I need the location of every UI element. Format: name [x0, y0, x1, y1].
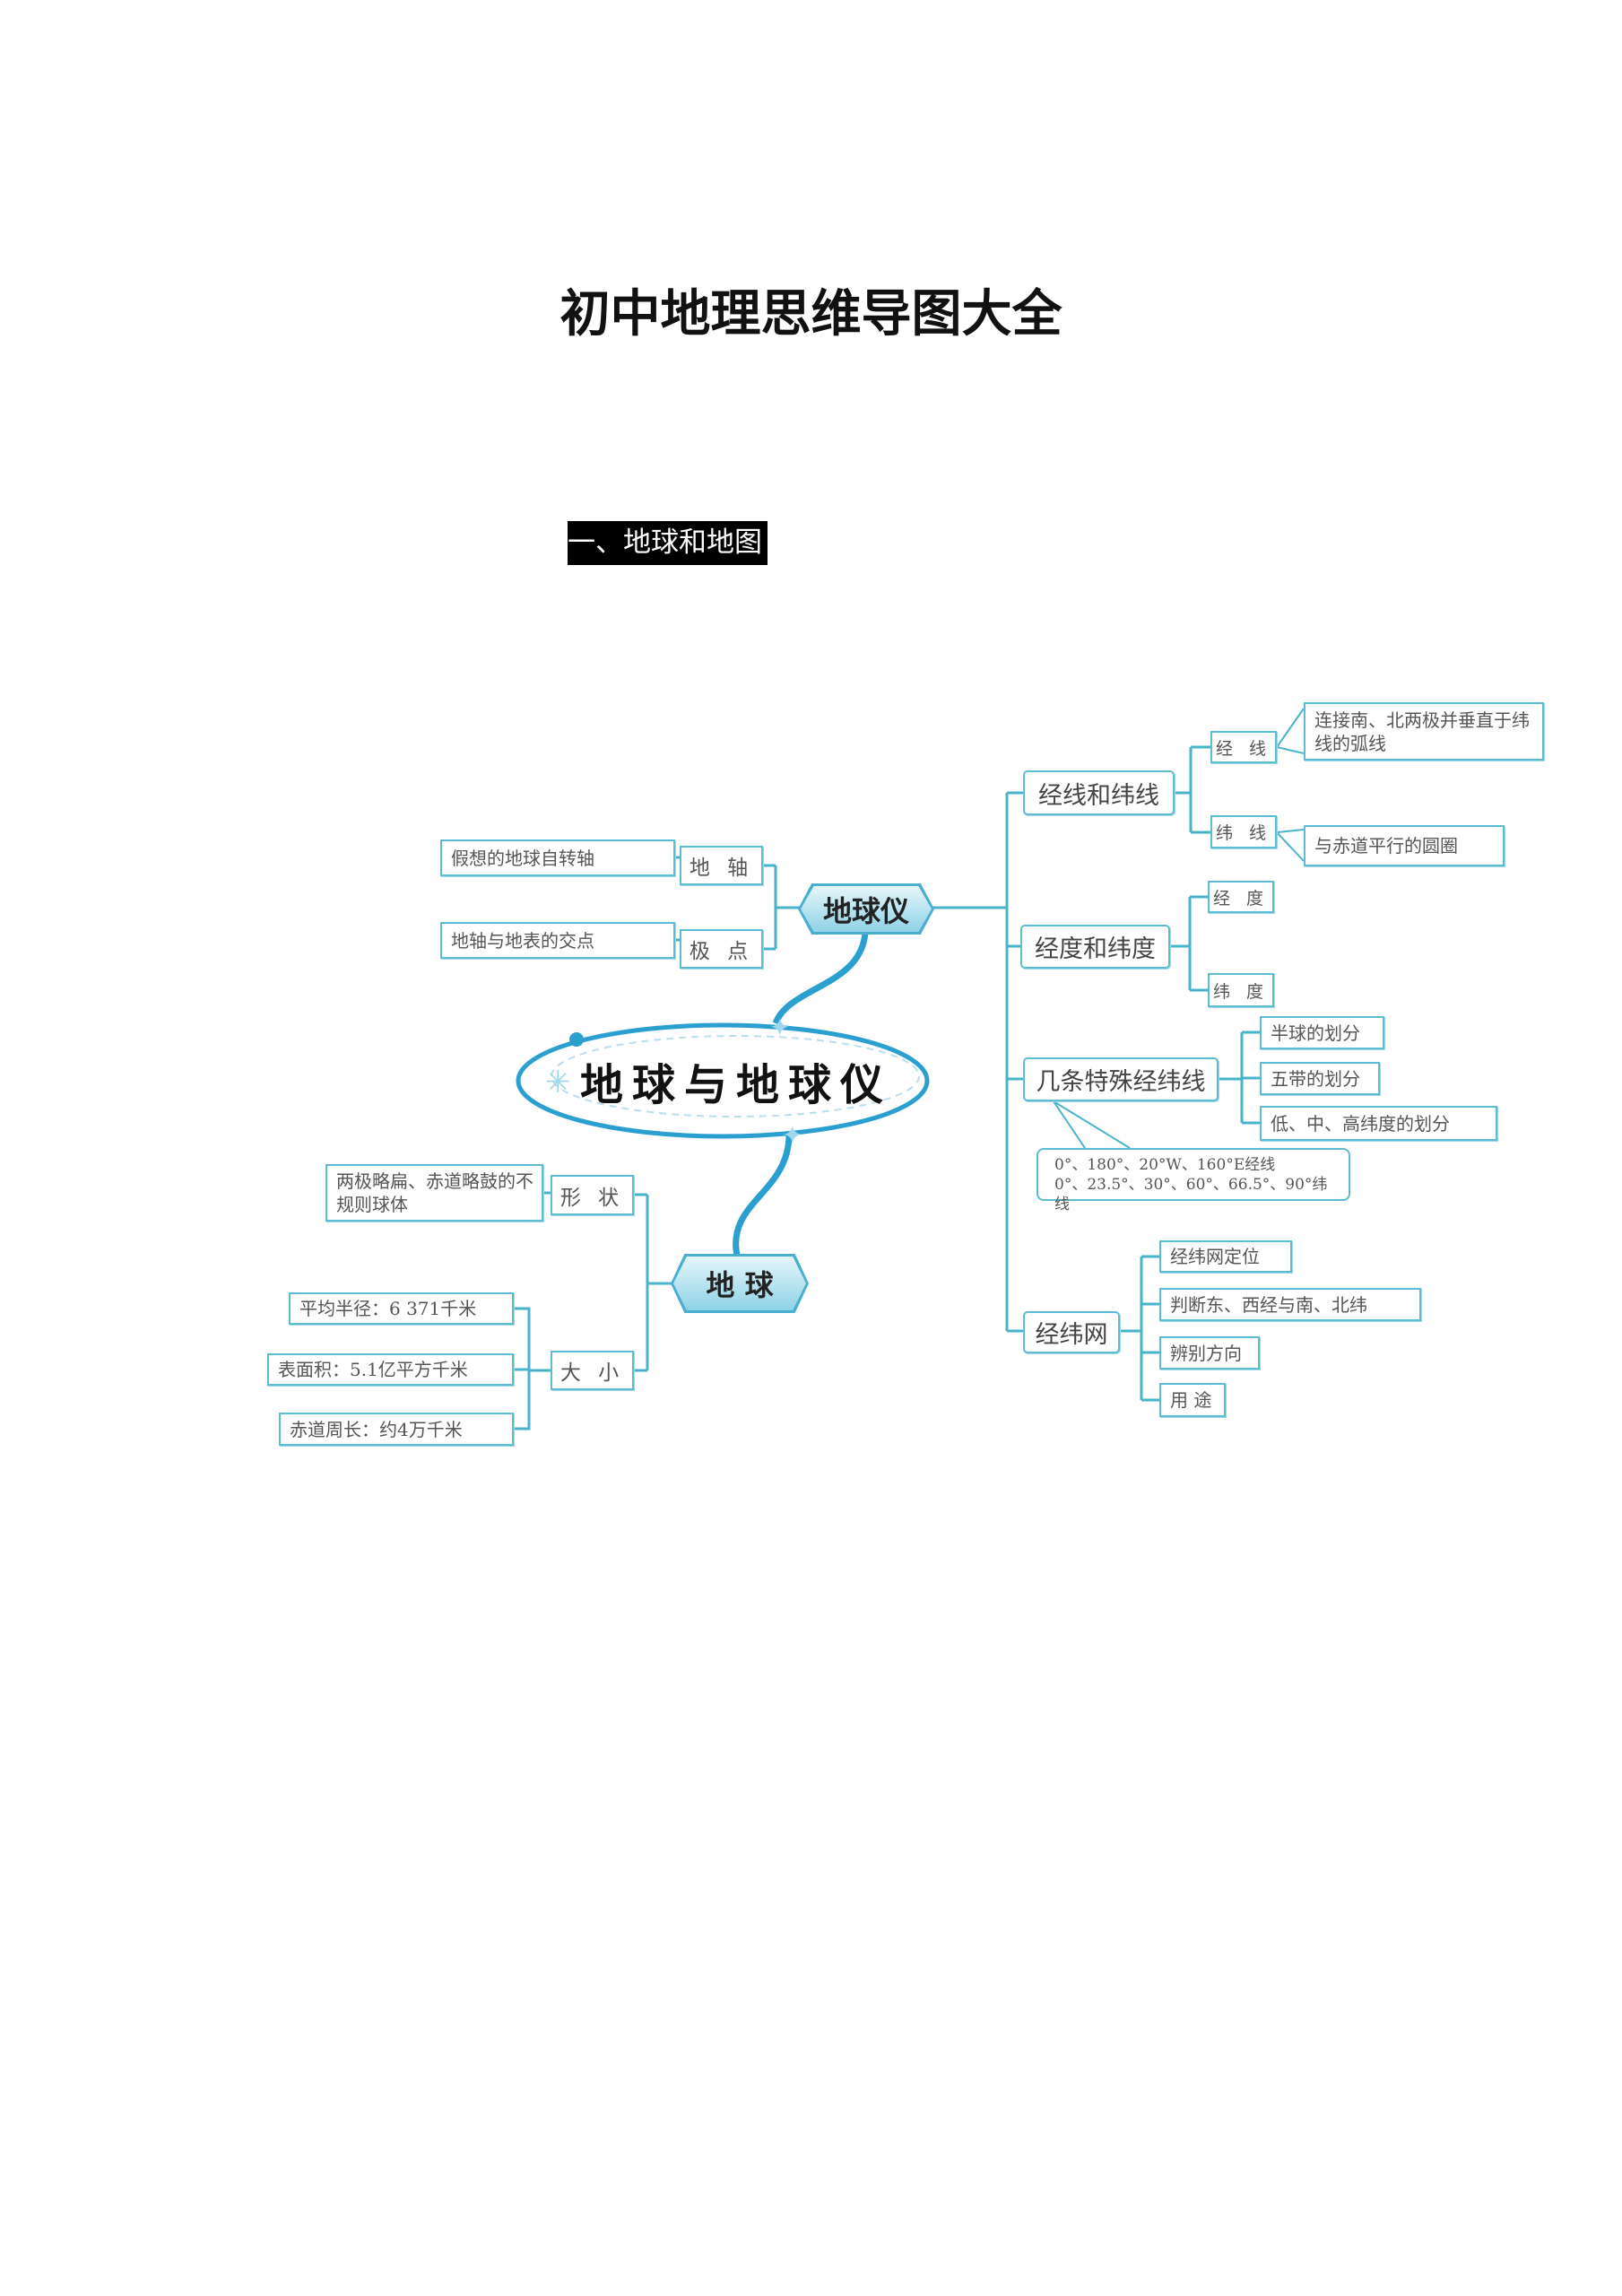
note-parallel: 与赤道平行的圆圈: [1304, 825, 1505, 866]
node-grid-locate: 经纬网定位: [1159, 1240, 1292, 1273]
node-latitude-bands: 低、中、高纬度的划分: [1260, 1106, 1497, 1141]
star-icon: ✦: [769, 1013, 790, 1042]
connector-lines: [1007, 745, 1210, 834]
connector-trunk: [932, 793, 1009, 1331]
node-five-zones: 五带的划分: [1260, 1062, 1380, 1095]
ellipse-dot: [569, 1032, 584, 1047]
note-axis: 假想的地球自转轴: [440, 839, 675, 876]
globe-to-center-link: [772, 932, 869, 1025]
node-special-lines: 几条特殊经纬线: [1023, 1057, 1219, 1101]
note-radius: 平均半径：6 371千米: [289, 1292, 514, 1325]
callout-line-1: 0°、180°、20°W、160°E经线: [1054, 1156, 1276, 1174]
connector-special: [1007, 1031, 1260, 1125]
center-ellipse-dashed: [551, 1035, 920, 1118]
node-grid: 经纬网: [1023, 1311, 1120, 1353]
note-pointer-jingxian: [1275, 708, 1305, 754]
center-ellipse: [516, 1022, 930, 1139]
connector-size: [514, 1307, 551, 1431]
star-icon: ✦: [782, 1120, 802, 1150]
node-size: 大 小: [551, 1351, 634, 1390]
document-title: 初中地理思维导图大全: [559, 285, 1063, 344]
callout-line-2: 0°、23.5°、30°、60°、66.5°、90°纬线: [1054, 1176, 1328, 1213]
earth-to-center-link: [733, 1134, 793, 1257]
node-degrees: 经度和纬度: [1020, 925, 1170, 969]
node-poles: 极 点: [680, 929, 763, 969]
connector-grid: [1007, 1255, 1159, 1402]
section-heading: 一、地球和地图: [568, 521, 768, 565]
connector-globe-left: [675, 856, 800, 951]
connector-earth: [543, 1191, 672, 1372]
note-pointer-weixian: [1274, 829, 1305, 862]
snowflake-icon: ✳: [545, 1065, 571, 1100]
node-latitude: 纬 度: [1208, 973, 1274, 1007]
node-grid-use: 用 途: [1159, 1383, 1226, 1417]
node-grid-judge: 判断东、西经与南、北纬: [1159, 1288, 1421, 1321]
node-lines: 经线和纬线: [1023, 770, 1175, 815]
node-globe-model: 地球仪: [801, 886, 932, 932]
special-lines-callout: 0°、180°、20°W、160°E经线 0°、23.5°、30°、60°、66…: [1037, 1148, 1350, 1213]
note-shape: 两极略扁、赤道略鼓的不规则球体: [325, 1164, 543, 1222]
node-shape: 形 状: [551, 1175, 634, 1215]
node-axis: 地 轴: [680, 846, 763, 885]
note-poles: 地轴与地表的交点: [440, 922, 675, 959]
node-grid-direction: 辨别方向: [1159, 1336, 1260, 1370]
node-meridian: 经 线: [1210, 731, 1277, 763]
note-surface-area: 表面积：5.1亿平方千米: [267, 1353, 514, 1386]
node-parallel: 纬 线: [1210, 815, 1277, 848]
note-meridian: 连接南、北两极并垂直于纬线的弧线: [1304, 702, 1544, 761]
callout-pointer: [1053, 1100, 1131, 1149]
node-earth: 地 球: [673, 1257, 806, 1310]
node-longitude: 经 度: [1208, 881, 1274, 913]
node-hemisphere: 半球的划分: [1260, 1016, 1384, 1049]
center-topic: 地球与地球仪: [579, 1060, 892, 1110]
connector-degrees: [1007, 895, 1208, 992]
note-circumference: 赤道周长：约4万千米: [279, 1413, 514, 1446]
